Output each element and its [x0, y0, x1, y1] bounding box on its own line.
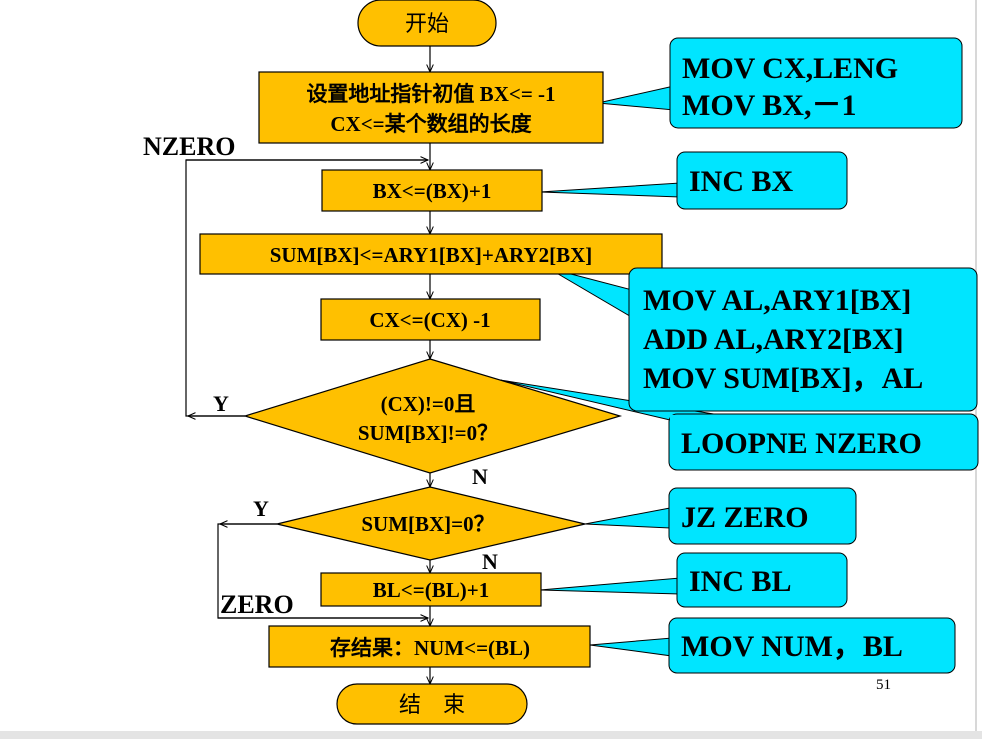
flow-connectors	[185, 46, 430, 684]
callout-sum-3: MOV SUM[BX]，AL	[643, 362, 923, 395]
pointer-incbl	[539, 577, 681, 595]
callout-inc-bx	[676, 151, 848, 210]
store-label: 存结果：NUM<=(BL)	[330, 636, 530, 660]
callout-texts: MOV CX,LENG MOV BX,－1 INC BX MOV AL,ARY1…	[643, 52, 923, 663]
callout-sum-2: ADD AL,ARY2[BX]	[643, 323, 904, 356]
node-sum	[199, 233, 663, 275]
node-store	[268, 625, 591, 668]
node-dec-cx	[320, 298, 541, 341]
callout-mov-num	[668, 617, 956, 674]
label-n-cond1: N	[472, 464, 488, 489]
sum-label: SUM[BX]<=ARY1[BX]+ARY2[BX]	[270, 243, 593, 267]
flow-nodes	[199, 0, 663, 725]
node-cond2	[276, 486, 586, 561]
label-nzero: NZERO	[143, 132, 235, 161]
end-label: 结 束	[399, 692, 465, 717]
pointer-incbx	[539, 182, 681, 198]
dec-cx-label: CX<=(CX) -1	[369, 308, 490, 332]
callout-jz	[668, 487, 857, 545]
callout-init-1: MOV CX,LENG	[682, 52, 898, 85]
callout-inc-bl-text: INC BL	[689, 565, 792, 598]
callout-mov-num-text: MOV NUM，BL	[681, 630, 903, 663]
start-label: 开始	[405, 11, 449, 36]
cond1-label-2: SUM[BX]!=0？	[358, 421, 498, 445]
callout-joins	[630, 84, 726, 658]
label-zero: ZERO	[220, 590, 294, 619]
callout-boxes	[628, 37, 979, 674]
slide-number: 51	[876, 677, 891, 693]
callout-inc-bl	[676, 552, 848, 608]
node-inc-bl	[320, 572, 542, 607]
cond1-label-1: (CX)!=0且	[381, 392, 476, 416]
pointer-movnum	[589, 637, 673, 657]
callout-loop	[668, 413, 979, 471]
inc-bx-label: BX<=(BX)+1	[373, 179, 492, 203]
cond2-label: SUM[BX]=0？	[361, 512, 494, 536]
node-start	[357, 0, 497, 47]
pointer-jz	[584, 507, 671, 529]
node-texts: 开始 设置地址指针初值 BX<= -1 CX<=某个数组的长度 BX<=(BX)…	[270, 11, 593, 717]
callout-loop-text: LOOPNE NZERO	[681, 427, 922, 460]
pointer-init	[597, 85, 675, 111]
label-y-cond1: Y	[213, 391, 229, 416]
init-label-1: 设置地址指针初值 BX<= -1	[306, 82, 555, 106]
callout-sum	[628, 267, 978, 412]
slide-bottom-edge	[0, 731, 982, 739]
node-end	[336, 683, 528, 725]
pointer-sum	[547, 267, 641, 323]
init-label-2: CX<=某个数组的长度	[330, 112, 531, 136]
node-cond1	[242, 358, 623, 474]
callout-init-2: MOV BX,－1	[682, 89, 856, 122]
inc-bl-label: BL<=(BL)+1	[373, 578, 489, 602]
callout-jz-text: JZ ZERO	[681, 501, 809, 534]
label-y-cond2: Y	[253, 496, 269, 521]
branch-labels: NZERO Y N Y N ZERO	[143, 132, 498, 619]
label-n-cond2: N	[482, 549, 498, 574]
node-init	[258, 71, 604, 144]
callout-sum-1: MOV AL,ARY1[BX]	[643, 284, 911, 317]
callout-inc-bx-text: INC BX	[689, 165, 794, 198]
callout-init	[669, 37, 963, 129]
node-inc-bx	[321, 169, 543, 212]
